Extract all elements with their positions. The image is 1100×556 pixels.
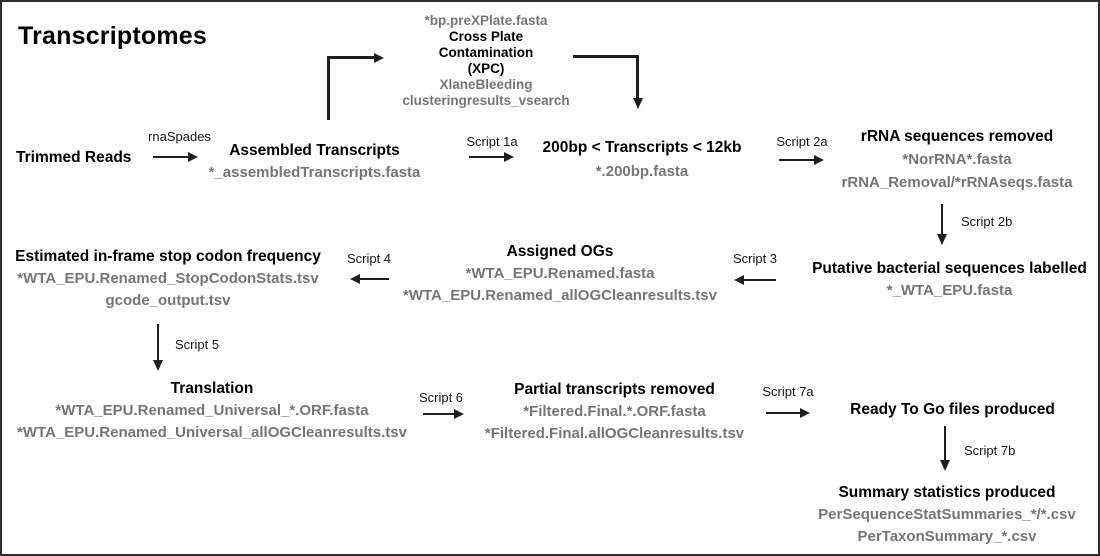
node-translation-file2: *WTA_EPU.Renamed_Universal_allOGCleanres… <box>17 424 407 441</box>
arrowhead-left-icon <box>734 275 744 285</box>
node-xpc-output-file1: XlaneBleeding <box>439 77 533 92</box>
node-xpc-title-line3: (XPC) <box>467 61 505 76</box>
node-partial-removed-file2: *Filtered.Final.allOGCleanresults.tsv <box>484 425 745 442</box>
arrowhead-down-icon <box>937 234 947 245</box>
node-assembled-transcripts: Assembled Transcripts *_assembledTranscr… <box>202 142 427 181</box>
arrowhead-down-icon <box>632 98 643 109</box>
edge-label-script-1a: Script 1a <box>466 134 518 149</box>
arrowhead-right-icon <box>188 152 198 162</box>
node-xpc-output-file2: clusteringresults_vsearch <box>402 93 570 108</box>
elbow-vertical-segment <box>632 55 643 109</box>
node-summary-statistics-title: Summary statistics produced <box>838 484 1056 501</box>
node-partial-removed-title: Partial transcripts removed <box>514 381 715 398</box>
node-summary-statistics-file2: PerTaxonSummary_*.csv <box>857 528 1037 545</box>
node-size-filter-file: *.200bp.fasta <box>595 163 689 180</box>
arrow-script-7b <box>940 426 950 471</box>
edge-label-script-2b: Script 2b <box>961 214 1013 229</box>
node-assigned-ogs: Assigned OGs *WTA_EPU.Renamed.fasta *WTA… <box>400 243 720 304</box>
node-assigned-ogs-file1: *WTA_EPU.Renamed.fasta <box>465 265 655 282</box>
node-partial-removed-file1: *Filtered.Final.*.ORF.fasta <box>523 403 706 420</box>
node-ready-to-go: Ready To Go files produced <box>830 401 1075 418</box>
arrow-script-2b <box>937 204 947 245</box>
arrow-script-5 <box>153 324 163 371</box>
elbow-horizontal-segment <box>573 55 639 58</box>
arrow-script-2a <box>779 155 824 165</box>
node-translation-title: Translation <box>170 380 254 397</box>
node-cross-plate-contamination: *bp.preXPlate.fasta Cross Plate Contamin… <box>376 13 596 108</box>
node-assigned-ogs-title: Assigned OGs <box>506 243 614 260</box>
node-rrna-removed: rRNA sequences removed *NorRNA*.fasta rR… <box>827 128 1087 191</box>
node-xpc-title-line1: Cross Plate <box>448 29 524 44</box>
node-stop-codon-frequency-file2: gcode_output.tsv <box>105 292 231 309</box>
arrowhead-right-icon <box>374 52 384 63</box>
node-bacterial-labelled: Putative bacterial sequences labelled *_… <box>797 260 1098 299</box>
node-size-filter: 200bp < Transcripts < 12kb *.200bp.fasta <box>527 139 757 180</box>
page-title: Transcriptomes <box>18 22 207 50</box>
node-rrna-removed-title: rRNA sequences removed <box>860 128 1054 145</box>
arrowhead-down-icon <box>940 460 950 471</box>
edge-label-script-7a: Script 7a <box>762 384 814 399</box>
node-rrna-removed-file2: rRNA_Removal/*rRNAseqs.fasta <box>841 174 1073 191</box>
edge-label-script-3: Script 3 <box>732 251 778 266</box>
arrowhead-right-icon <box>814 155 824 165</box>
arrow-script-6 <box>423 409 464 419</box>
node-summary-statistics: Summary statistics produced PerSequenceS… <box>797 484 1097 545</box>
node-translation-file1: *WTA_EPU.Renamed_Universal_*.ORF.fasta <box>55 402 369 419</box>
node-xpc-input-file: *bp.preXPlate.fasta <box>424 13 548 28</box>
node-translation: Translation *WTA_EPU.Renamed_Universal_*… <box>2 380 422 441</box>
arrow-script-4 <box>350 274 389 284</box>
node-size-filter-title: 200bp < Transcripts < 12kb <box>542 139 742 156</box>
arrowhead-right-icon <box>800 408 810 418</box>
node-rrna-removed-file1: *NorRNA*.fasta <box>902 151 1012 168</box>
edge-label-script-5: Script 5 <box>175 337 220 352</box>
node-bacterial-labelled-title: Putative bacterial sequences labelled <box>812 260 1087 277</box>
edge-label-script-6: Script 6 <box>418 390 464 405</box>
node-xpc-title-line2: Contamination <box>438 45 534 60</box>
node-assigned-ogs-file2: *WTA_EPU.Renamed_allOGCleanresults.tsv <box>403 287 717 304</box>
edge-label-script-4: Script 4 <box>346 251 392 266</box>
edge-label-script-2a: Script 2a <box>776 134 828 149</box>
arrowhead-left-icon <box>350 274 360 284</box>
elbow-vertical-segment <box>327 56 330 120</box>
node-stop-codon-frequency: Estimated in-frame stop codon frequency … <box>2 248 334 309</box>
arrow-script-1a <box>469 152 514 162</box>
node-stop-codon-frequency-title: Estimated in-frame stop codon frequency <box>15 248 321 265</box>
arrowhead-down-icon <box>153 360 163 371</box>
node-trimmed-reads: Trimmed Reads <box>16 149 131 166</box>
node-stop-codon-frequency-file1: *WTA_EPU.Renamed_StopCodonStats.tsv <box>17 270 319 287</box>
arrowhead-right-icon <box>454 409 464 419</box>
node-summary-statistics-file1: PerSequenceStatSummaries_*/*.csv <box>818 506 1076 523</box>
node-trimmed-reads-title: Trimmed Reads <box>16 149 132 166</box>
arrow-script-7a <box>766 408 810 418</box>
arrow-rnaspades <box>153 152 198 162</box>
arrowhead-right-icon <box>504 152 514 162</box>
node-assembled-transcripts-file: *_assembledTranscripts.fasta <box>208 164 421 181</box>
edge-label-rnaspades: rnaSpades <box>148 129 211 144</box>
node-assembled-transcripts-title: Assembled Transcripts <box>229 142 400 159</box>
arrow-script-3 <box>734 275 776 285</box>
node-partial-removed: Partial transcripts removed *Filtered.Fi… <box>467 381 762 442</box>
node-ready-to-go-title: Ready To Go files produced <box>850 401 1055 418</box>
edge-label-script-7b: Script 7b <box>964 443 1016 458</box>
elbow-horizontal-segment <box>327 52 384 63</box>
node-bacterial-labelled-file: *_WTA_EPU.fasta <box>886 282 1013 299</box>
